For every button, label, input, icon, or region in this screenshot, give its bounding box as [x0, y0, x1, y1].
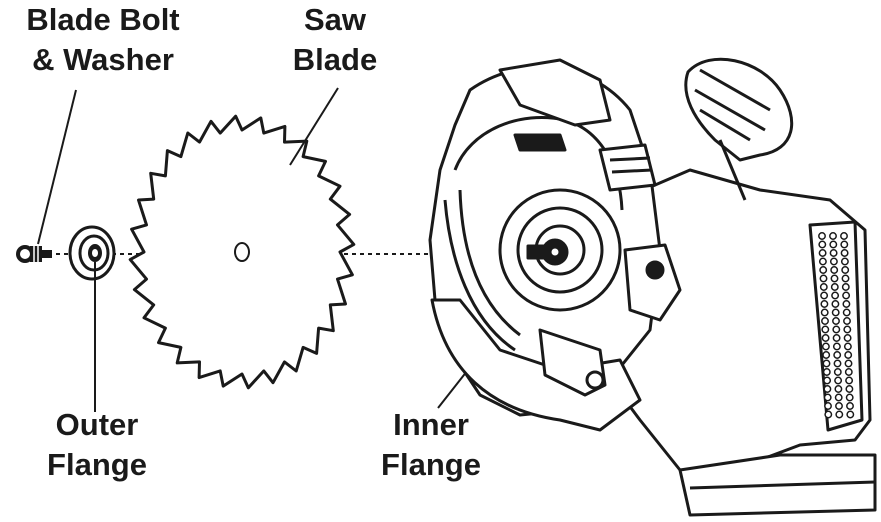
vent-dot	[835, 402, 843, 410]
vent-dot	[834, 385, 843, 393]
label-inner-flange: Inner Flange	[372, 405, 490, 485]
vent-dot	[835, 410, 844, 419]
label-blade-bolt-washer: Blade Bolt & Washer	[14, 0, 192, 80]
vent-dot	[821, 317, 829, 325]
vent-dot	[841, 274, 850, 283]
vent-dot	[833, 351, 842, 359]
vent-dot	[819, 283, 828, 291]
vent-dot	[821, 325, 830, 334]
vent-dot	[818, 232, 826, 240]
vent-dot	[843, 342, 852, 351]
vent-dot	[845, 385, 854, 393]
leader-line-bolt	[37, 89, 77, 245]
vent-dot	[844, 351, 853, 359]
vent-dot	[840, 232, 848, 240]
vent-dot	[842, 308, 851, 317]
vent-dot	[832, 317, 840, 325]
vent-dot	[846, 402, 854, 410]
vent-dot	[829, 257, 838, 266]
label-blade-bolt-washer-line1: Blade Bolt	[26, 2, 180, 37]
vent-dot	[829, 232, 837, 240]
vent-dot	[843, 334, 852, 342]
saw-blade	[128, 114, 356, 390]
vent-dot	[818, 240, 827, 249]
vent-dot	[822, 368, 831, 376]
vent-dot	[824, 402, 832, 410]
vent-dot	[832, 334, 841, 342]
vent-dot	[823, 393, 832, 402]
vent-dot	[831, 291, 840, 300]
vent-dot	[840, 240, 849, 249]
vent-dot	[823, 385, 832, 393]
vent-dot	[821, 342, 830, 351]
label-inner-flange-line1: Inner	[393, 407, 469, 442]
outer-flange	[68, 225, 116, 281]
vent-dot	[842, 291, 851, 300]
vent-dot	[840, 257, 849, 266]
label-saw-blade-line1: Saw	[303, 2, 367, 37]
vent-dot	[832, 325, 841, 334]
vent-dot	[833, 368, 842, 376]
vent-dot	[841, 283, 850, 291]
leader-line-blade	[289, 87, 339, 166]
vent-dot	[831, 300, 840, 308]
label-saw-blade-line2: Blade	[292, 42, 378, 77]
label-outer-flange: Outer Flange	[38, 405, 156, 485]
saw-blade-arbor-hole	[234, 242, 250, 262]
vent-dot	[840, 249, 849, 257]
label-outer-flange-line1: Outer	[55, 407, 139, 442]
vent-dot	[824, 410, 833, 419]
vent-dot	[834, 393, 843, 402]
label-inner-flange-line2: Flange	[381, 447, 481, 482]
vent-dot	[830, 266, 839, 274]
vent-dot	[820, 308, 829, 317]
circular-saw-body	[428, 57, 877, 517]
vent-dot	[844, 368, 853, 376]
grip-vent-dots	[818, 232, 855, 419]
vent-dot	[831, 308, 840, 317]
vent-dot	[819, 266, 828, 274]
vent-dot	[829, 249, 838, 257]
vent-dot	[822, 351, 831, 359]
vent-dot	[841, 266, 850, 274]
label-saw-blade: Saw Blade	[282, 0, 388, 80]
vent-dot	[833, 359, 842, 368]
label-blade-bolt-washer-line2: & Washer	[32, 42, 174, 77]
vent-dot	[823, 376, 832, 385]
vent-dot	[818, 249, 827, 257]
vent-dot	[845, 376, 854, 385]
blade-bolt	[16, 245, 52, 263]
vent-dot	[843, 317, 851, 325]
vent-dot	[821, 334, 830, 342]
vent-dot	[820, 300, 829, 308]
vent-dot	[842, 300, 851, 308]
vent-dot	[830, 274, 839, 283]
vent-dot	[845, 393, 854, 402]
vent-dot	[830, 283, 839, 291]
vent-dot	[819, 274, 828, 283]
vent-dot	[818, 257, 827, 266]
vent-dot	[829, 240, 838, 249]
label-outer-flange-line2: Flange	[47, 447, 147, 482]
vent-dot	[820, 291, 829, 300]
vent-dot	[822, 359, 831, 368]
vent-dot	[834, 376, 843, 385]
vent-dot	[844, 359, 853, 368]
vent-dot	[846, 410, 855, 419]
vent-dot	[843, 325, 852, 334]
vent-dot	[832, 342, 841, 351]
